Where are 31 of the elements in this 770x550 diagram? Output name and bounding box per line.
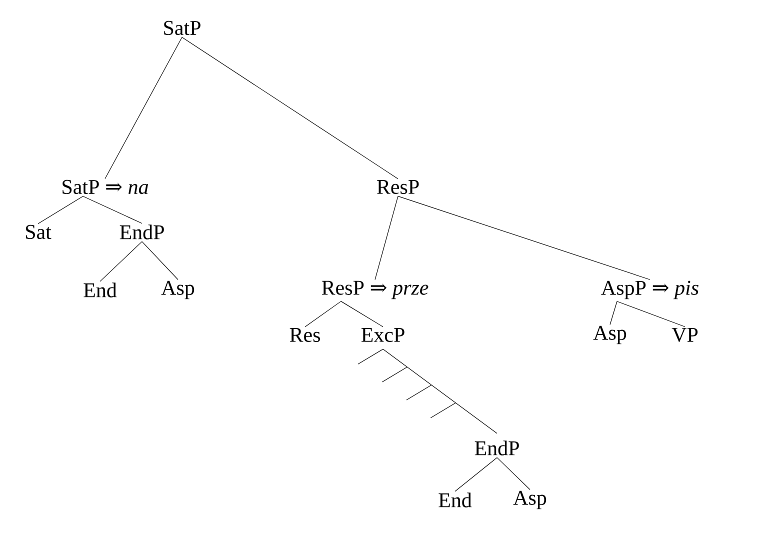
edge-line (340, 301, 384, 328)
edge-line (374, 196, 398, 280)
tree-label: End (84, 282, 117, 298)
tree-label: VP (672, 328, 698, 342)
tree-label: ResP (377, 180, 419, 194)
edge-line (104, 36, 182, 180)
edge-line (610, 301, 618, 325)
tree-label: SatP (164, 20, 200, 36)
tree-label: Asp (161, 280, 194, 300)
edge-line (82, 196, 142, 224)
tree-label: End (438, 492, 472, 508)
tree-label: Res (290, 328, 320, 342)
edge-line (142, 241, 178, 280)
tree-label: Asp (593, 326, 626, 344)
edge-line (38, 196, 84, 224)
edge-line (616, 301, 686, 328)
tree-label: ExcP (361, 328, 404, 342)
edge-line (398, 196, 650, 280)
tree-label: ResP ⇒ prze (322, 280, 428, 300)
edge-line (182, 36, 398, 180)
edge-line (100, 241, 142, 282)
edge-line (454, 457, 498, 492)
tree-label: Sat (26, 224, 52, 240)
hatched-edge-line (358, 348, 498, 434)
tree-label: Asp (513, 490, 546, 510)
edge-line (496, 457, 530, 490)
tree-label: SatP ⇒ na (62, 180, 148, 194)
edge-line (304, 301, 342, 328)
tree-label: AspP ⇒ pis (601, 280, 698, 300)
tree-label: EndP (474, 440, 519, 456)
tree-label: EndP (120, 224, 164, 240)
